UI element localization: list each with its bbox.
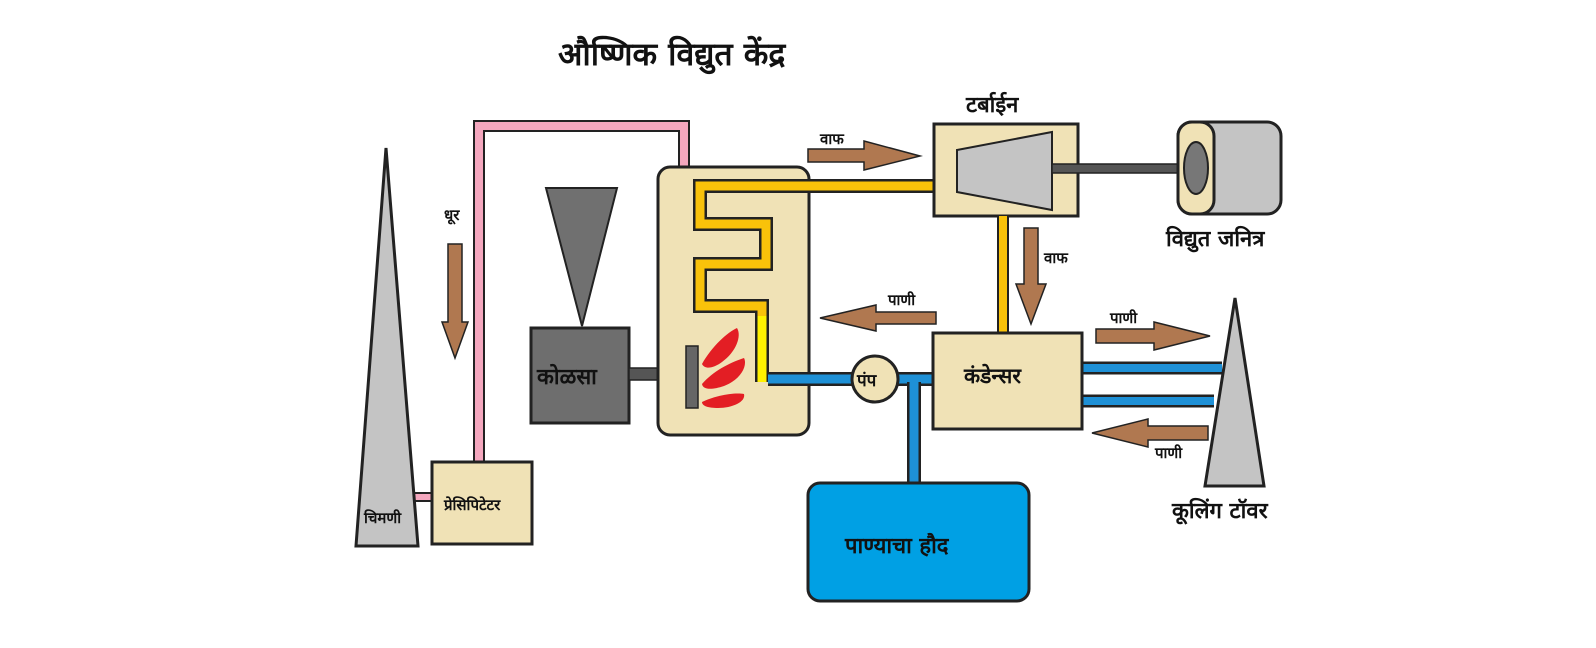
coal-label: कोळसा: [536, 363, 598, 390]
steam-top-label: वाफ: [819, 130, 845, 148]
condenser-label: कंडेन्सर: [963, 363, 1022, 388]
precipitator-label: प्रेसिपिटेटर: [443, 496, 501, 514]
water-tank: [806, 481, 1031, 603]
chimney-label: चिमणी: [363, 509, 402, 527]
generator: [1176, 120, 1283, 216]
condenser-box: [931, 331, 1084, 431]
water-tank-label: पाण्याचा हौद: [844, 532, 950, 559]
coal-box: [529, 326, 631, 425]
water-to-tower-label: पाणी: [1109, 309, 1138, 327]
diagram-title: औष्णिक विद्युत केंद्र: [558, 35, 786, 75]
precipitator-box: [430, 460, 534, 546]
steam-down-label: वाफ: [1043, 249, 1069, 267]
chimney: [354, 147, 420, 548]
smoke-pipe: [414, 120, 690, 502]
smoke-arrow: [440, 243, 470, 361]
generator-label: विद्युत जनित्र: [1165, 225, 1265, 253]
water-from-tower-label: पाणी: [1154, 444, 1183, 462]
smoke-label: धूर: [444, 206, 460, 225]
steam-down-arrow: [1014, 227, 1048, 327]
water-to-tower-arrow: [1095, 321, 1211, 351]
cooling-tower: [1203, 297, 1266, 488]
turbine-label: टर्बाईन: [965, 91, 1019, 118]
coal-hopper: [544, 187, 619, 327]
burner-plate: [685, 345, 699, 409]
steam-coil: [693, 179, 934, 382]
flames: [702, 328, 746, 408]
pump-label: पंप: [856, 371, 878, 391]
pump: [850, 354, 900, 404]
cooling-tower-label: कूलिंग टॉवर: [1171, 497, 1269, 525]
steam-top-arrow: [807, 140, 923, 171]
water-from-tower-arrow: [1091, 418, 1209, 448]
turbine-rotor: [956, 130, 1053, 212]
turbine-shaft: [1051, 163, 1199, 174]
water-to-boiler-arrow: [819, 304, 937, 332]
water-to-boiler-label: पाणी: [887, 291, 916, 309]
